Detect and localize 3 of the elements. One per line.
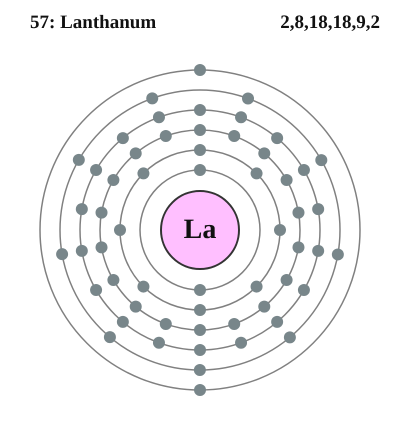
electron-configuration: 2,8,18,18,9,2 xyxy=(280,12,380,34)
element-title: 57: Lanthanum xyxy=(30,12,156,34)
nucleus: La xyxy=(160,190,240,270)
